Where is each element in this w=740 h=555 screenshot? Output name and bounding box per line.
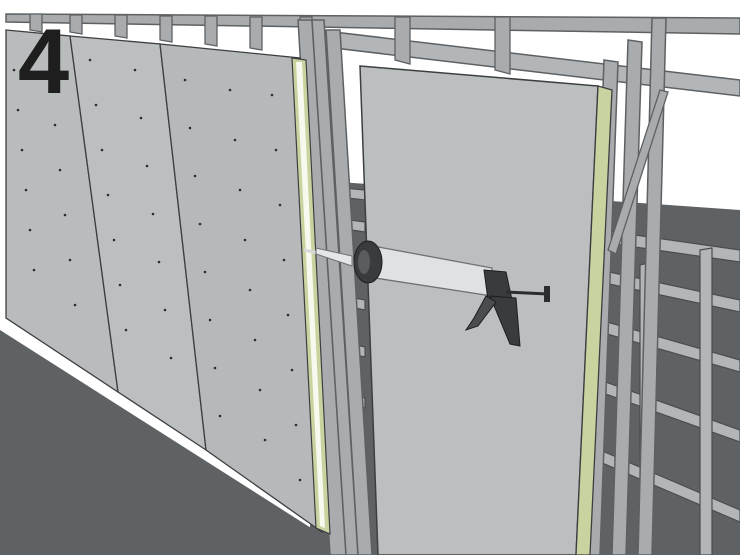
- step-number: 4: [18, 16, 67, 108]
